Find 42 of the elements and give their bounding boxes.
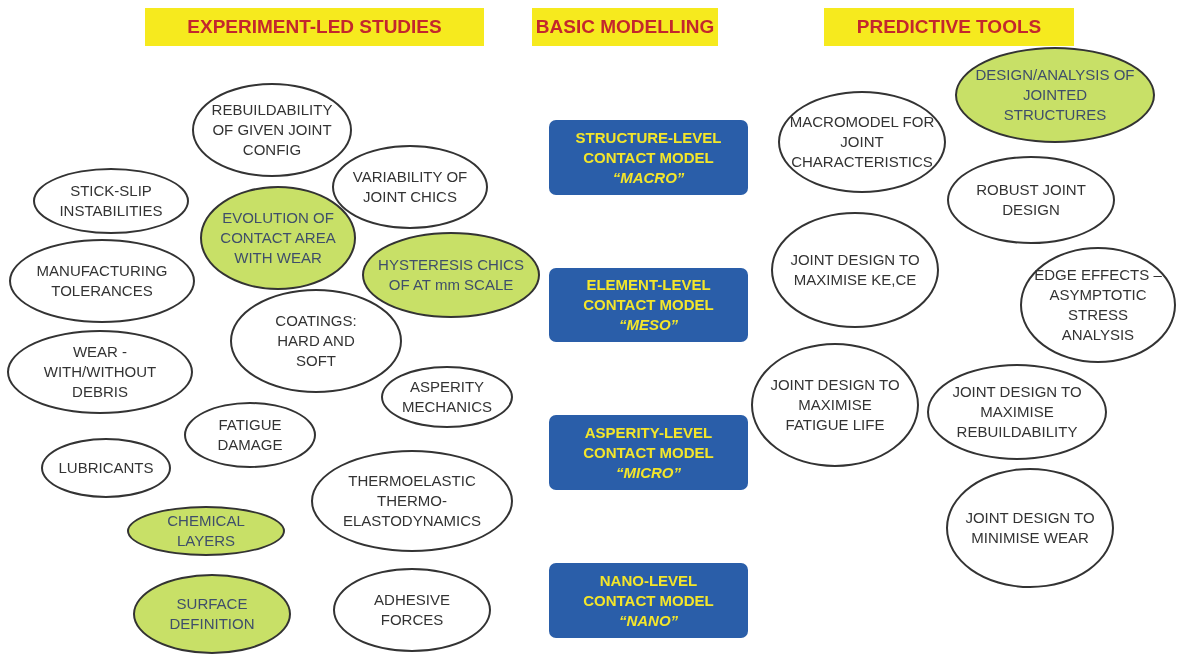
heading-text: BASIC MODELLING [535, 16, 715, 38]
model-scale-label: “MICRO” [615, 462, 682, 483]
topic-text: HYSTERESIS CHICS OF AT mm SCALE [377, 255, 525, 295]
contact-model-box [549, 120, 748, 195]
topic-text: CHEMICAL LAYERS [166, 511, 246, 551]
model-title: ASPERITY-LEVEL CONTACT MODEL [582, 422, 715, 463]
topic-text: FATIGUE DAMAGE [216, 415, 284, 455]
column-heading-band [532, 8, 718, 46]
model-scale-label: “NANO” [617, 610, 680, 631]
topic-text: ROBUST JOINT DESIGN [975, 180, 1087, 220]
model-title: ELEMENT-LEVEL CONTACT MODEL [582, 275, 715, 315]
column-heading-band [145, 8, 484, 46]
contact-model-box [549, 268, 748, 342]
topic-text: JOINT DESIGN TO MAXIMISE KE,CE [790, 250, 920, 290]
topic-text: ADHESIVE FORCES [373, 590, 451, 630]
topic-text: DESIGN/ANALYSIS OF JOINTED STRUCTURES [974, 65, 1136, 125]
topic-text: WEAR - WITH/WITHOUT DEBRIS [42, 342, 158, 402]
topic-text: EDGE EFFECTS – ASYMPTOTIC STRESS ANALYSIS [1033, 265, 1163, 345]
topic-text: MANUFACTURING TOLERANCES [35, 261, 169, 301]
topic-text: ASPERITY MECHANICS [401, 377, 493, 417]
model-scale-label: “MESO” [617, 315, 680, 335]
heading-text: EXPERIMENT-LED STUDIES [187, 16, 442, 38]
topic-text: JOINT DESIGN TO MAXIMISE FATIGUE LIFE [770, 375, 900, 435]
topic-ellipse [381, 366, 513, 428]
topic-text: JOINT DESIGN TO MAXIMISE REBUILDABILITY [951, 382, 1083, 442]
contact-model-box [549, 415, 748, 490]
model-scale-label: “MACRO” [611, 167, 686, 188]
topic-text: VARIABILITY OF JOINT CHICS [351, 167, 469, 207]
model-title: STRUCTURE-LEVEL CONTACT MODEL [574, 127, 723, 168]
topic-text: STICK-SLIP INSTABILITIES [58, 181, 164, 221]
topic-text: SURFACE DEFINITION [168, 594, 256, 634]
model-title: NANO-LEVEL CONTACT MODEL [582, 570, 715, 611]
topic-text: MACROMODEL FOR JOINT CHARACTERISTICS [788, 112, 936, 172]
heading-text: PREDICTIVE TOOLS [856, 16, 1042, 38]
topic-text: REBUILDABILITY OF GIVEN JOINT CONFIG [210, 100, 334, 160]
topic-text: EVOLUTION OF CONTACT AREA WITH WEAR [219, 208, 337, 268]
contact-model-box [549, 563, 748, 638]
column-heading-band [824, 8, 1074, 46]
topic-text: THERMOELASTIC THERMO- ELASTODYNAMICS [341, 471, 483, 531]
topic-text: JOINT DESIGN TO MINIMISE WEAR [965, 508, 1095, 548]
topic-text: LUBRICANTS [57, 458, 155, 478]
topic-text: COATINGS: HARD AND SOFT [274, 311, 358, 371]
